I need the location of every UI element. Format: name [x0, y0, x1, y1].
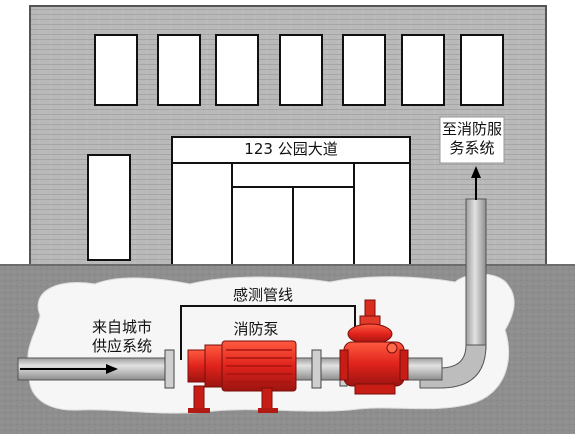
- inlet-flow-arrow: [20, 364, 118, 374]
- outlet-flow-arrow: [471, 166, 481, 200]
- sensing-line-label: 感测管线: [232, 286, 293, 304]
- fire-pump-label: 消防泵: [233, 320, 279, 338]
- fire-pump: [187, 340, 297, 413]
- to-fire-service-label: 至消防服务系统: [442, 120, 503, 157]
- window: [94, 34, 138, 106]
- window: [157, 34, 201, 106]
- window: [279, 34, 323, 106]
- sensing-line: [180, 305, 356, 360]
- riser-pipe: [465, 198, 487, 350]
- window: [342, 34, 386, 106]
- window: [460, 34, 504, 106]
- from-city-supply-label: 来自城市供应系统: [92, 318, 153, 355]
- upper-windows: [94, 34, 504, 106]
- building-address: 123 公园大道: [244, 140, 338, 158]
- window: [401, 34, 445, 106]
- control-valve: [339, 299, 409, 395]
- window: [215, 34, 259, 106]
- side-window: [87, 154, 131, 261]
- fire-service-label-box: [439, 116, 505, 164]
